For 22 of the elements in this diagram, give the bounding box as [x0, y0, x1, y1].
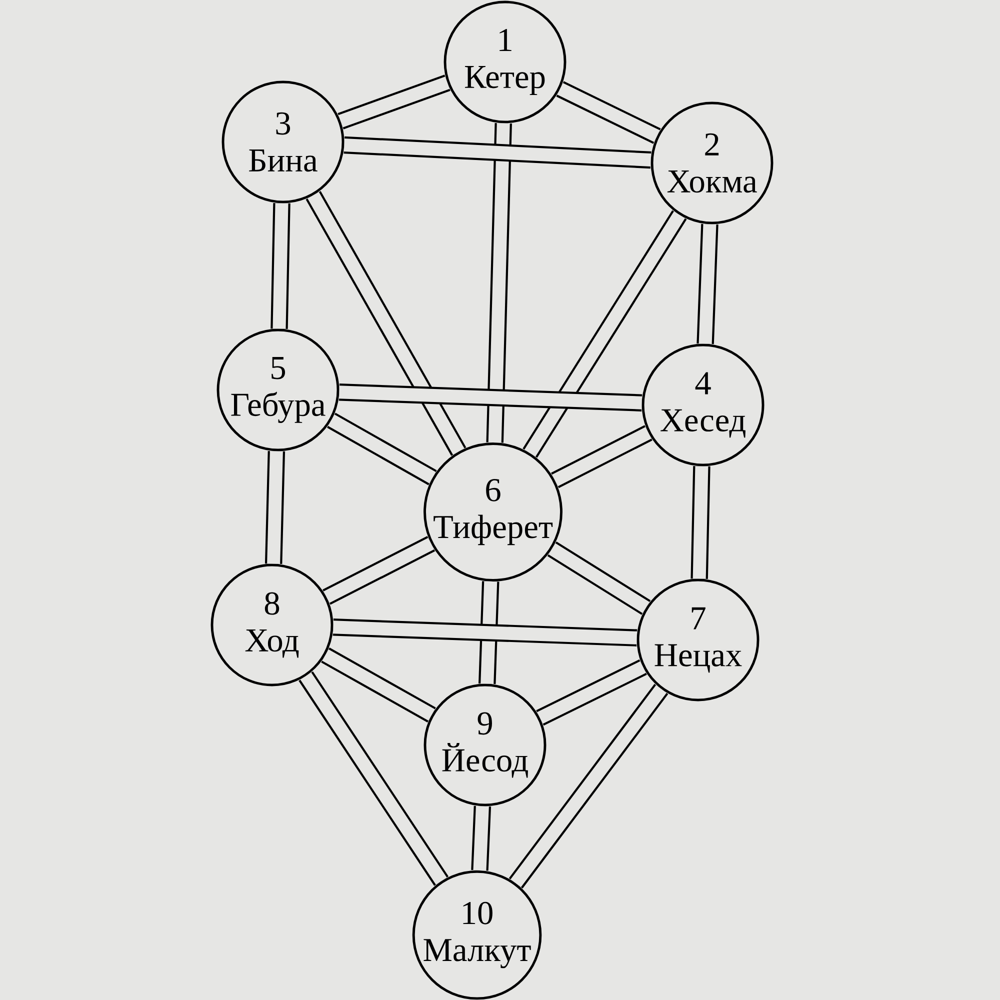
path-band [270, 203, 290, 329]
path-band [338, 74, 450, 130]
path-band [508, 684, 668, 888]
path-band [522, 210, 687, 458]
path-band [696, 224, 718, 344]
path-band [478, 581, 500, 684]
path-band [326, 412, 437, 486]
path-band [344, 136, 652, 169]
path-band [321, 648, 436, 722]
path-band [486, 122, 512, 443]
path-band [264, 450, 286, 564]
path-band [471, 806, 492, 871]
path-band [690, 466, 710, 579]
path-band [551, 425, 652, 488]
path-band [547, 542, 651, 615]
path-band [338, 384, 642, 412]
path-band [298, 671, 449, 886]
path-band [332, 618, 638, 646]
path-band [322, 536, 436, 605]
path-band [556, 81, 661, 144]
path-band [536, 659, 647, 726]
path-band [306, 191, 466, 456]
